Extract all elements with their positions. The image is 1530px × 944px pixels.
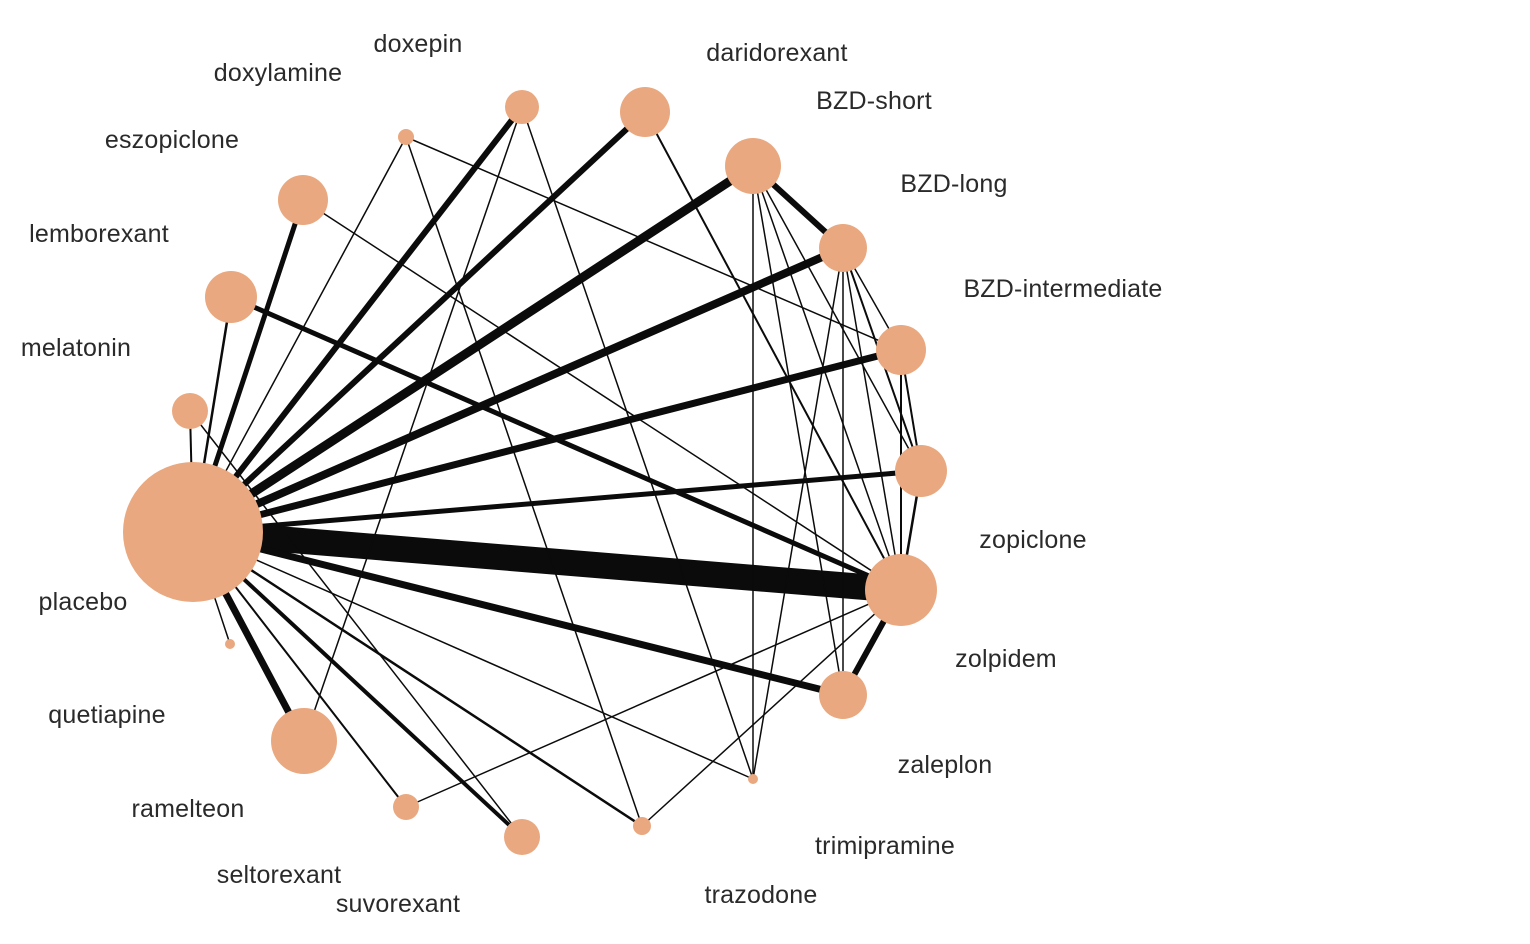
edge-bzd_short-zolpidem — [752, 165, 902, 591]
node-label-quetiapine: quetiapine — [48, 701, 165, 729]
edge-zolpidem-seltorexant — [405, 589, 902, 808]
edge-doxepin-trimipramine — [521, 106, 754, 780]
node-placebo — [123, 462, 263, 602]
edge-bzd_short-zopiclone — [752, 165, 922, 472]
node-trimipramine — [748, 774, 758, 784]
edge-bzd_long-trimipramine — [752, 247, 844, 780]
node-daridorexant — [620, 87, 670, 137]
node-seltorexant — [393, 794, 419, 820]
edge-zolpidem-eszopiclone — [302, 199, 902, 591]
edge-zolpidem-lemborexant — [229, 294, 903, 593]
edge-placebo-doxylamine — [192, 136, 407, 533]
edge-placebo-zopiclone — [192, 468, 922, 535]
node-label-lemborexant: lemborexant — [29, 220, 169, 248]
edges-layer — [189, 105, 923, 839]
edge-placebo-bzd_long — [191, 244, 845, 536]
edge-placebo-trazodone — [192, 530, 643, 828]
node-eszopiclone — [278, 175, 328, 225]
node-doxylamine — [398, 129, 414, 145]
edge-bzd_intermediate-doxylamine — [405, 136, 902, 351]
node-melatonin — [172, 393, 208, 429]
node-label-eszopiclone: eszopiclone — [105, 126, 239, 154]
edge-placebo-zaleplon — [192, 528, 844, 699]
edge-zolpidem-daridorexant — [644, 111, 902, 591]
node-trazodone — [633, 817, 651, 835]
node-label-suvorexant: suvorexant — [336, 890, 460, 918]
edge-zolpidem-trazodone — [641, 589, 902, 827]
edge-doxylamine-trazodone — [405, 136, 643, 827]
edge-placebo-trimipramine — [192, 531, 754, 780]
node-label-placebo: placebo — [39, 588, 128, 616]
node-label-ramelteon: ramelteon — [132, 795, 245, 823]
edge-doxepin-ramelteon — [303, 106, 523, 742]
edge-placebo-doxepin — [190, 105, 525, 534]
node-label-daridorexant: daridorexant — [706, 39, 847, 67]
edge-placebo-daridorexant — [190, 109, 648, 535]
node-ramelteon — [271, 708, 337, 774]
edge-placebo-bzd_short — [190, 162, 756, 536]
node-label-zopiclone: zopiclone — [979, 526, 1086, 554]
node-label-doxepin: doxepin — [374, 30, 463, 58]
node-suvorexant — [504, 819, 540, 855]
edge-bzd_long-zolpidem — [842, 247, 902, 591]
edge-placebo-zolpidem — [191, 519, 903, 603]
node-label-bzd_short: BZD-short — [816, 87, 932, 115]
node-label-bzd_intermediate: BZD-intermediate — [963, 275, 1162, 303]
labels-layer: placebo melatonin lemborexant eszopiclone do… — [21, 30, 1162, 918]
nodes-layer — [123, 87, 947, 855]
node-label-doxylamine: doxylamine — [214, 59, 342, 87]
node-bzd_intermediate — [876, 325, 926, 375]
node-label-trazodone: trazodone — [705, 881, 818, 909]
node-doxepin — [505, 90, 539, 124]
edge-bzd_short-zaleplon — [752, 165, 844, 696]
node-bzd_short — [725, 138, 781, 194]
node-quetiapine — [225, 639, 235, 649]
node-zaleplon — [819, 671, 867, 719]
node-label-zaleplon: zaleplon — [898, 751, 993, 779]
node-label-trimipramine: trimipramine — [815, 832, 955, 860]
node-label-seltorexant: seltorexant — [217, 861, 342, 889]
edge-melatonin-suvorexant — [189, 410, 523, 838]
node-label-zolpidem: zolpidem — [955, 645, 1057, 673]
node-lemborexant — [205, 271, 257, 323]
node-label-melatonin: melatonin — [21, 334, 131, 362]
edge-placebo-bzd_intermediate — [192, 346, 902, 536]
node-zopiclone — [895, 445, 947, 497]
node-label-bzd_long: BZD-long — [900, 170, 1007, 198]
edge-placebo-suvorexant — [191, 530, 524, 839]
node-bzd_long — [819, 224, 867, 272]
node-zolpidem — [865, 554, 937, 626]
